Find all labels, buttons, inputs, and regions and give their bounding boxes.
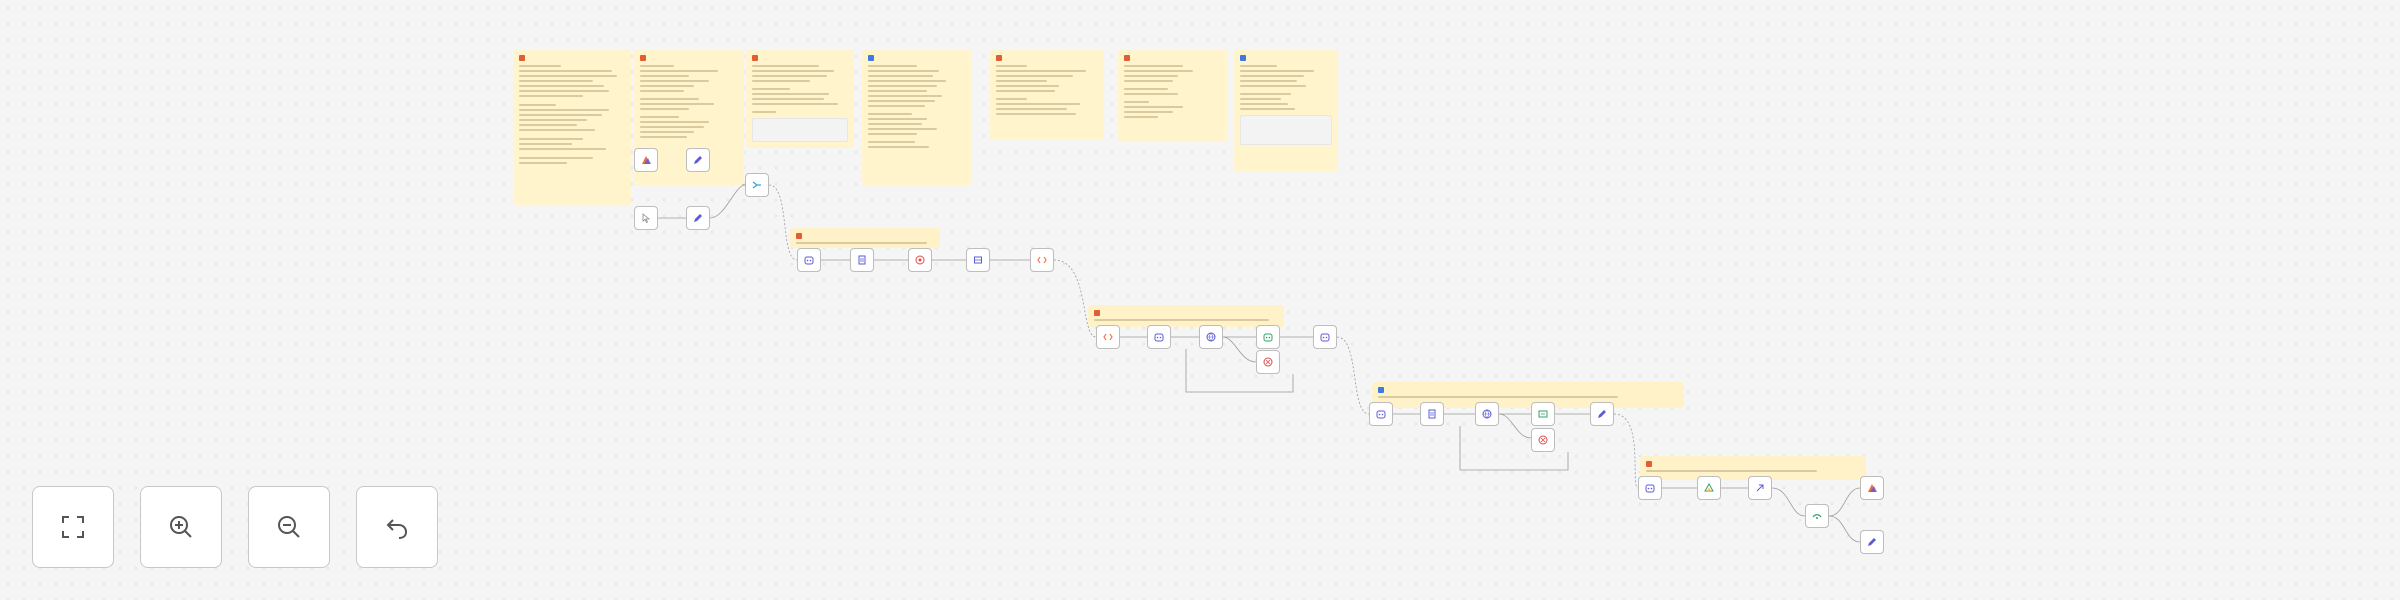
workflow-node[interactable] bbox=[1590, 402, 1614, 426]
fit-view-button[interactable] bbox=[32, 486, 114, 568]
ai-agent-icon bbox=[1376, 410, 1386, 419]
pencil-icon bbox=[694, 156, 702, 164]
section-icon bbox=[1646, 461, 1652, 467]
workflow-node[interactable] bbox=[1531, 402, 1555, 426]
workflow-node[interactable] bbox=[686, 206, 710, 230]
sticky-note[interactable] bbox=[990, 50, 1104, 140]
workflow-node[interactable] bbox=[1313, 325, 1337, 349]
section-icon bbox=[796, 233, 802, 239]
screen-icon bbox=[1538, 410, 1548, 418]
stop-icon bbox=[1538, 435, 1548, 445]
sticky-note[interactable] bbox=[1118, 50, 1228, 142]
workflow-node[interactable] bbox=[1697, 476, 1721, 500]
note-icon bbox=[640, 55, 646, 61]
workflow-node[interactable] bbox=[1420, 402, 1444, 426]
section-icon bbox=[1094, 310, 1100, 316]
workflow-node[interactable] bbox=[966, 248, 990, 272]
note-icon bbox=[1240, 55, 1246, 61]
workflow-node[interactable] bbox=[686, 148, 710, 172]
document-icon bbox=[858, 255, 866, 265]
note-icon bbox=[868, 55, 874, 61]
workflow-node[interactable] bbox=[1030, 248, 1054, 272]
note-icon bbox=[752, 55, 758, 61]
pencil-icon bbox=[694, 214, 702, 222]
trigger-icon bbox=[1868, 484, 1877, 492]
workflow-node[interactable] bbox=[908, 248, 932, 272]
zoom-out-icon bbox=[278, 516, 300, 538]
note-icon bbox=[996, 55, 1002, 61]
section-header[interactable] bbox=[1372, 382, 1684, 408]
workflow-node[interactable] bbox=[1475, 402, 1499, 426]
workflow-node[interactable] bbox=[1369, 402, 1393, 426]
link-icon bbox=[1756, 484, 1764, 492]
note-icon bbox=[519, 55, 525, 61]
pencil-icon bbox=[1868, 538, 1876, 546]
pencil-icon bbox=[1598, 410, 1606, 418]
stop-icon bbox=[1263, 357, 1273, 367]
fit-view-icon bbox=[62, 516, 84, 538]
workflow-node[interactable] bbox=[1147, 325, 1171, 349]
code-block bbox=[1240, 115, 1332, 145]
code-icon bbox=[1037, 256, 1047, 264]
workflow-node[interactable] bbox=[634, 148, 658, 172]
globe-icon bbox=[1482, 409, 1492, 419]
undo-icon bbox=[386, 519, 408, 539]
workflow-node[interactable] bbox=[1748, 476, 1772, 500]
workflow-node[interactable] bbox=[1638, 476, 1662, 500]
section-header[interactable] bbox=[1088, 305, 1284, 327]
ai-agent-icon bbox=[1154, 333, 1164, 342]
workflow-node[interactable] bbox=[1860, 530, 1884, 554]
drive-icon bbox=[1704, 482, 1714, 492]
database-icon bbox=[974, 256, 982, 264]
workflow-node[interactable] bbox=[1805, 504, 1829, 528]
section-header[interactable] bbox=[790, 228, 940, 248]
workflow-node[interactable] bbox=[634, 206, 658, 230]
trigger-icon bbox=[642, 156, 651, 164]
workflow-node[interactable] bbox=[1531, 428, 1555, 452]
sticky-note[interactable] bbox=[1234, 50, 1338, 172]
sticky-note[interactable] bbox=[862, 50, 972, 185]
merge-icon bbox=[752, 181, 761, 189]
webhook-icon bbox=[1812, 514, 1822, 519]
sticky-note[interactable] bbox=[513, 50, 631, 205]
ai-agent-icon bbox=[1320, 333, 1330, 342]
section-icon bbox=[1378, 387, 1384, 393]
zoom-in-icon bbox=[170, 516, 192, 538]
ai-agent-icon bbox=[804, 256, 814, 265]
cursor-icon bbox=[642, 213, 651, 224]
code-block bbox=[752, 118, 848, 142]
workflow-node[interactable] bbox=[745, 173, 769, 197]
workflow-node[interactable] bbox=[1256, 350, 1280, 374]
workflow-node[interactable] bbox=[1199, 325, 1223, 349]
note-icon bbox=[1124, 55, 1130, 61]
undo-button[interactable] bbox=[356, 486, 438, 568]
ai-agent-icon bbox=[1645, 484, 1655, 493]
workflow-node[interactable] bbox=[1256, 325, 1280, 349]
workflow-node[interactable] bbox=[1860, 476, 1884, 500]
sticky-note[interactable] bbox=[746, 50, 854, 148]
workflow-node[interactable] bbox=[850, 248, 874, 272]
code-icon bbox=[1103, 333, 1113, 341]
ai-agent-icon bbox=[1263, 333, 1273, 342]
workflow-node[interactable] bbox=[1096, 325, 1120, 349]
target-icon bbox=[915, 255, 925, 265]
zoom-out-button[interactable] bbox=[248, 486, 330, 568]
globe-icon bbox=[1206, 332, 1216, 342]
zoom-in-button[interactable] bbox=[140, 486, 222, 568]
workflow-node[interactable] bbox=[797, 248, 821, 272]
document-icon bbox=[1428, 409, 1436, 419]
